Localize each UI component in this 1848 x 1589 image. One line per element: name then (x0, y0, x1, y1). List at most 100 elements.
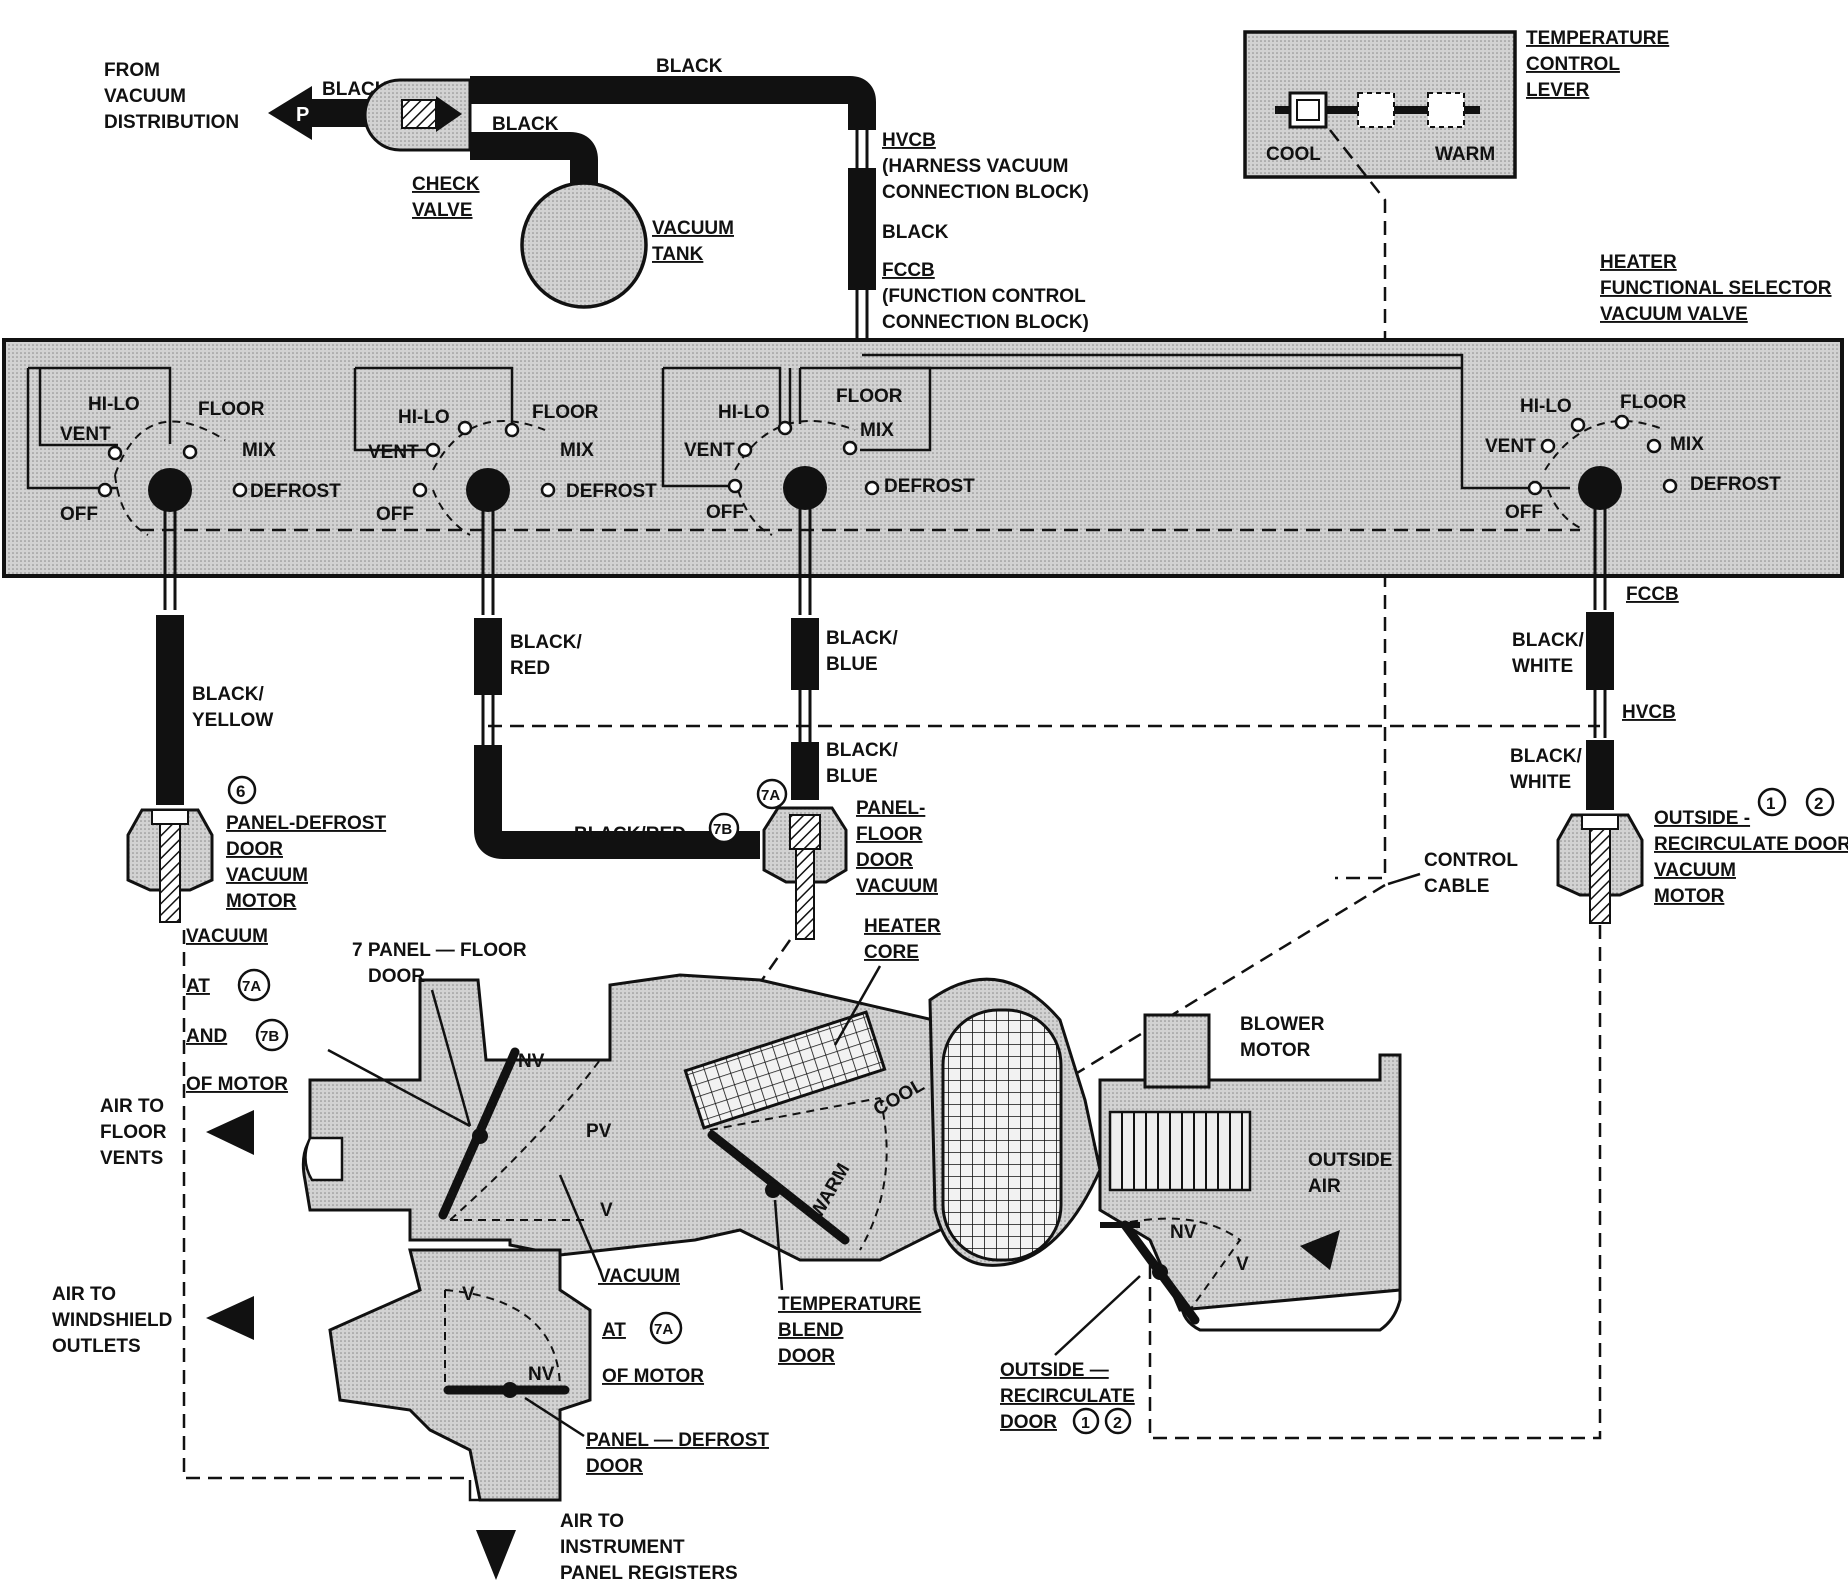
valve-4-vent: VENT (1485, 436, 1536, 457)
air-windshield-label-1: AIR TO (52, 1284, 116, 1305)
hose-black-red-lower (474, 745, 760, 859)
callout-7b-left (255, 1018, 289, 1052)
callout-6-text: 6 (236, 782, 245, 801)
heater-core (941, 1008, 1063, 1262)
blower-motor (1143, 1013, 1211, 1089)
valve-1-arc (114, 420, 226, 536)
hose-black-red-inline-label: BLACK/RED (574, 824, 686, 845)
hose-black-white-2-label-1: BLACK/ (1510, 746, 1582, 767)
channel-1c (28, 366, 172, 444)
valve-2-port-floor (457, 420, 473, 436)
callout-2-door-text: 2 (1113, 1415, 1122, 1432)
temp-blend-door-label-3: DOOR (778, 1346, 835, 1367)
panel-floor-door-swing (449, 1059, 601, 1221)
valve-3-port-mix (842, 440, 858, 456)
control-cable-pointer (1387, 872, 1421, 886)
valve-2-mix: MIX (560, 440, 594, 461)
outside-recirc-motor-rod (1589, 828, 1611, 924)
heater-core-label-1: HEATER (864, 916, 941, 937)
vacuum-tank (520, 181, 648, 309)
heater-core-label-2: CORE (864, 942, 919, 963)
floor-outlet-stub (304, 1136, 344, 1182)
outside-recirc-door-label-2: RECIRCULATE (1000, 1386, 1135, 1407)
nv-mark-defrost: NV (528, 1364, 555, 1385)
temp-blend-door-pointer (773, 1199, 784, 1291)
valve-2-port-defrost (540, 482, 556, 498)
panel-defrost-door-label-2: DOOR (586, 1456, 643, 1477)
valve-1-hilo: HI-LO (88, 394, 140, 415)
air-floor-label-2: FLOOR (100, 1122, 167, 1143)
fccb-label-2: (FUNCTION CONTROL (882, 286, 1086, 307)
callout-1-door-text: 1 (1081, 1415, 1090, 1432)
panel-floor-door-pointer (327, 989, 472, 1128)
vacuum-hoses: BLACK/ YELLOW BLACK/ RED BLACK/RED BLACK… (156, 500, 1679, 859)
selector-panel-body (2, 338, 1844, 578)
temperature-lever-position-warm (1427, 92, 1465, 128)
outside-recirc-door-label-1: OUTSIDE — (1000, 1360, 1109, 1381)
hose-black-red-label-1: BLACK/ (510, 632, 582, 653)
valve-2-off: OFF (376, 504, 414, 525)
panel-defrost-door-pointer (524, 1396, 585, 1438)
component-labels: 7 PANEL — FLOOR DOOR HEATER CORE BLOWER … (327, 916, 1325, 1477)
valve-1-port-defrost (232, 482, 248, 498)
temperature-lever-title-1: TEMPERATURE (1526, 28, 1669, 49)
hose-2-hvcb (481, 695, 495, 745)
valve-1-off: OFF (60, 504, 98, 525)
callout-7a-left-text: 7A (242, 978, 261, 995)
panel-defrost-door-label-1: PANEL — DEFROST (586, 1430, 769, 1451)
selector-title-1: HEATER (1600, 252, 1677, 273)
vacuum-note-mid-pointer (558, 1174, 602, 1271)
vacuum-note-mid-1: VACUUM (598, 1266, 680, 1287)
valve-4-port-floor (1570, 417, 1586, 433)
valve-1-port-off (97, 482, 113, 498)
temp-blend-door-label-2: BLEND (778, 1320, 843, 1341)
vacuum-note-mid-3: OF MOTOR (602, 1366, 704, 1387)
panel-defrost-motor-cap (151, 809, 189, 825)
panel-floor-linkage (760, 939, 792, 981)
valve-3-floor: FLOOR (836, 386, 903, 407)
valve-2-port-mix (504, 422, 520, 438)
valve-2-port-off (412, 482, 428, 498)
panel-defrost-motor-label-4: MOTOR (226, 891, 297, 912)
v-mark-floor: V (600, 1200, 613, 1221)
blower-motor-label-2: MOTOR (1240, 1040, 1311, 1061)
valve-1-port-mix (182, 444, 198, 460)
hose-to-hvcb (470, 76, 876, 130)
valve-3-port-off (727, 478, 743, 494)
panel-floor-door-pivot (472, 1128, 488, 1144)
hose-black-blue-1-label-2: BLUE (826, 654, 878, 675)
hvcb-label-3: CONNECTION BLOCK) (882, 182, 1089, 203)
channel-2 (353, 368, 433, 452)
panel-floor-motor-label-1: PANEL- (856, 798, 925, 819)
hose-3-hvcb (798, 690, 812, 742)
vacuum-tank-label-1: VACUUM (652, 218, 734, 239)
from-vacuum-label-1: FROM (104, 60, 160, 81)
hose-2-connector (481, 500, 495, 615)
hose-black-blue-1-label-1: BLACK/ (826, 628, 898, 649)
valve-4-port-off (1527, 480, 1543, 496)
panel-defrost-door-swing (444, 1289, 561, 1391)
temperature-control-lever: COOL WARM TEMPERATURE CONTROL LEVER (1243, 28, 1669, 179)
callout-7a-left (237, 968, 271, 1002)
callout-1-door (1072, 1407, 1100, 1435)
air-instrument-label-2: INSTRUMENT (560, 1537, 685, 1558)
vacuum-note-mid-2: AT (602, 1320, 626, 1341)
selector-valve-panel: HEATER FUNCTIONAL SELECTOR VACUUM VALVE … (2, 252, 1844, 578)
valve-1-hub (148, 468, 192, 512)
hose-black-red-label-2: RED (510, 658, 550, 679)
temperature-lever-cool: COOL (1266, 144, 1321, 165)
vacuum-note-left-1: VACUUM (186, 926, 268, 947)
panel-defrost-motor-label-3: VACUUM (226, 865, 308, 886)
valve-3-defrost: DEFROST (884, 476, 975, 497)
callout-7a-mid-text: 7A (654, 1321, 673, 1338)
temperature-lever-warm: WARM (1435, 144, 1495, 165)
hose-black-yellow-label-1: BLACK/ (192, 684, 264, 705)
selector-title-2: FUNCTIONAL SELECTOR (1600, 278, 1832, 299)
blend-door-pivot (765, 1182, 781, 1198)
panel-defrost-linkage (182, 930, 470, 1480)
p-marker: P (296, 104, 309, 126)
hose-black-blue-2-label-1: BLACK/ (826, 740, 898, 761)
valve-4-hilo: HI-LO (1520, 396, 1572, 417)
selector-valve-2: HI-LO VENT OFF FLOOR MIX DEFROST (368, 402, 657, 536)
